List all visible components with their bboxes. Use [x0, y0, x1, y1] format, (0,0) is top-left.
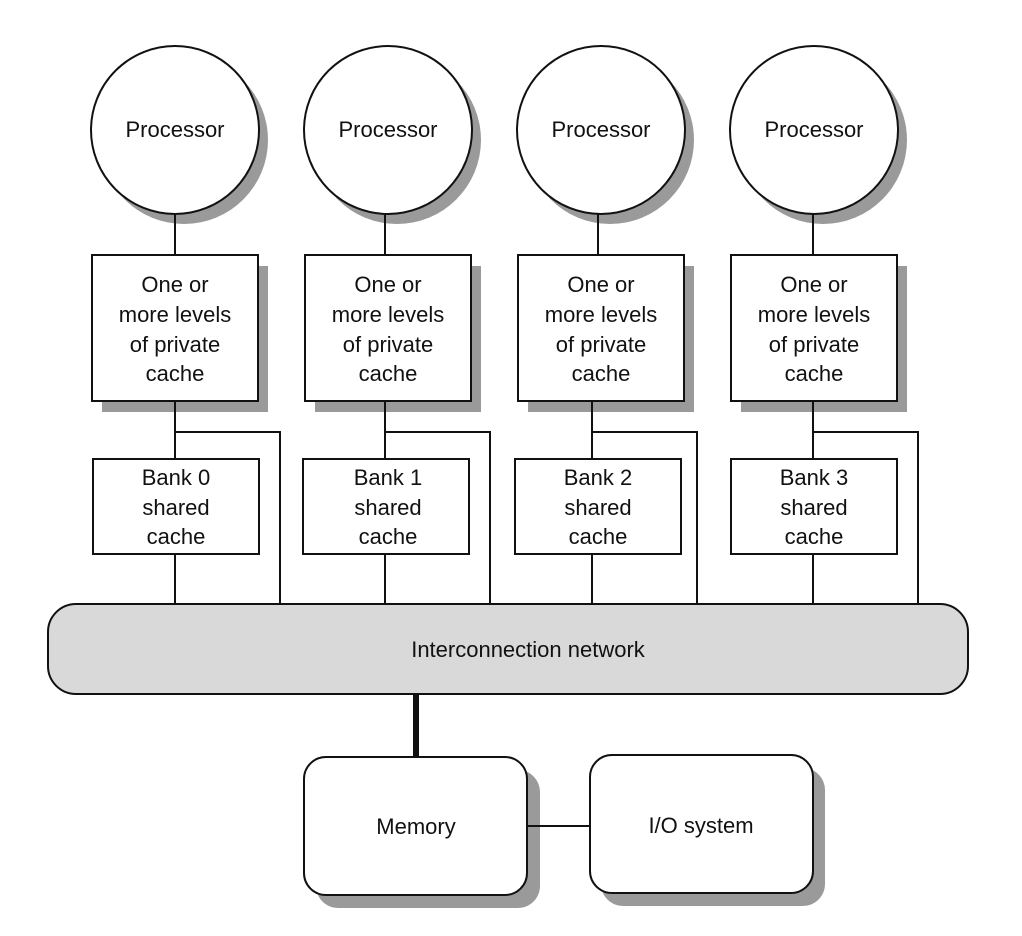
private-cache-line: more levels [119, 302, 231, 327]
interconnection-network: Interconnection network [47, 603, 969, 695]
shared-bank-line: Bank 3 [780, 465, 849, 490]
private-cache-line: of private [556, 332, 647, 357]
processor-label: Processor [551, 117, 650, 142]
shared-bank-0: Bank 0 shared cache [92, 458, 260, 555]
memory-box: Memory [303, 756, 528, 896]
private-cache-line: One or [780, 272, 847, 297]
shared-bank-line: cache [569, 524, 628, 549]
interconnect-label: Interconnection network [411, 637, 646, 662]
shared-bank-line: cache [147, 524, 206, 549]
private-cache-line: of private [769, 332, 860, 357]
shared-bank-3: Bank 3 shared cache [730, 458, 898, 555]
processor-3: Processor [729, 45, 899, 215]
shared-bank-line: Bank 0 [142, 465, 211, 490]
private-cache-3: One or more levels of private cache [730, 254, 898, 402]
private-cache-line: One or [567, 272, 634, 297]
private-cache-line: cache [785, 361, 844, 386]
processor-label: Processor [338, 117, 437, 142]
private-cache-2: One or more levels of private cache [517, 254, 685, 402]
private-cache-line: One or [141, 272, 208, 297]
private-cache-1: One or more levels of private cache [304, 254, 472, 402]
private-cache-line: more levels [758, 302, 870, 327]
processor-2: Processor [516, 45, 686, 215]
private-cache-line: more levels [332, 302, 444, 327]
shared-bank-line: shared [780, 495, 847, 520]
shared-bank-line: shared [564, 495, 631, 520]
shared-bank-1: Bank 1 shared cache [302, 458, 470, 555]
shared-bank-2: Bank 2 shared cache [514, 458, 682, 555]
private-cache-line: of private [130, 332, 221, 357]
private-cache-line: cache [146, 361, 205, 386]
private-cache-line: cache [359, 361, 418, 386]
private-cache-line: cache [572, 361, 631, 386]
shared-bank-line: shared [142, 495, 209, 520]
shared-bank-line: cache [359, 524, 418, 549]
private-cache-line: One or [354, 272, 421, 297]
processor-label: Processor [125, 117, 224, 142]
connector-lines [174, 212, 919, 827]
processor-label: Processor [764, 117, 863, 142]
private-cache-0: One or more levels of private cache [91, 254, 259, 402]
shared-bank-line: cache [785, 524, 844, 549]
memory-label: Memory [376, 814, 455, 839]
io-system-box: I/O system [589, 754, 814, 894]
processor-1: Processor [303, 45, 473, 215]
private-cache-line: more levels [545, 302, 657, 327]
shared-bank-line: Bank 2 [564, 465, 633, 490]
shared-bank-line: shared [354, 495, 421, 520]
processor-0: Processor [90, 45, 260, 215]
io-system-label: I/O system [648, 813, 753, 838]
private-cache-line: of private [343, 332, 434, 357]
shared-bank-line: Bank 1 [354, 465, 423, 490]
